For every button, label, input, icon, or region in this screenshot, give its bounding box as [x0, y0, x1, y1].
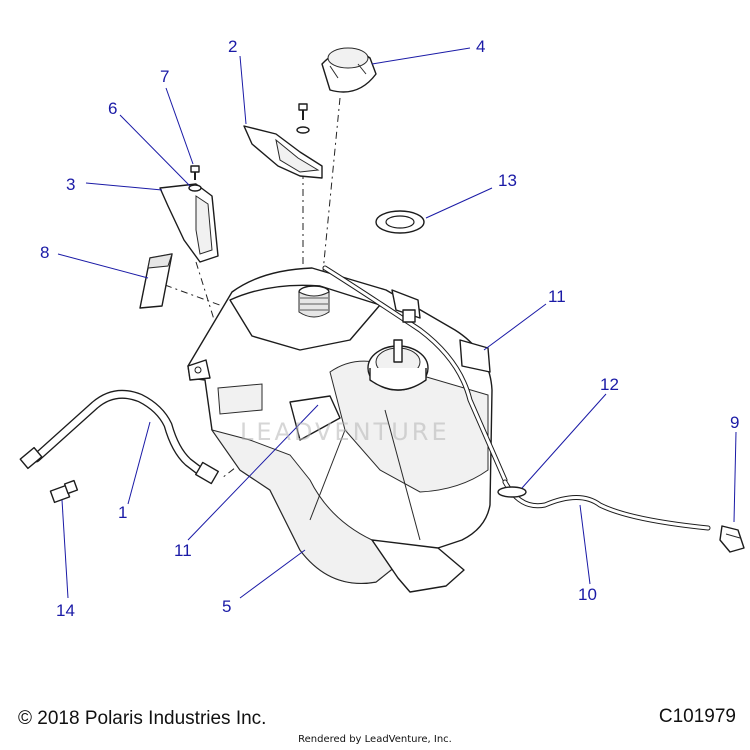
tube-clamp: [497, 486, 527, 498]
callout-1: 1: [118, 503, 127, 522]
leader-lines: [57, 47, 737, 599]
callout-14: 14: [56, 601, 75, 620]
quick-connector: [49, 479, 79, 504]
drawing-number: C101979: [658, 706, 736, 727]
callouts: 1 2 3 4 5 6 7 8 9 10 11 11 12 13 14: [40, 37, 739, 620]
callout-9: 9: [730, 413, 739, 432]
callout-12: 12: [600, 375, 619, 394]
fuel-tank: [187, 267, 493, 593]
screw-top: [296, 103, 310, 134]
copyright-text: © 2018 Polaris Industries Inc.: [18, 708, 267, 729]
callout-7: 7: [160, 67, 169, 86]
callout-11-right: 11: [548, 287, 566, 306]
fuel-cap: [321, 47, 377, 93]
cap-gasket: [375, 210, 425, 234]
rubber-pad: [139, 253, 173, 309]
callout-3: 3: [66, 175, 75, 194]
callout-4: 4: [476, 37, 485, 56]
callout-11-left: 11: [174, 541, 192, 560]
fuel-line: [19, 389, 219, 485]
watermark: LEADVENTURE: [240, 418, 450, 446]
bracket-top: [243, 125, 323, 179]
callout-8: 8: [40, 243, 49, 262]
callout-6: 6: [108, 99, 117, 118]
bracket-left: [159, 183, 219, 263]
vent-cap: [719, 525, 745, 553]
callout-5: 5: [222, 597, 231, 616]
callout-2: 2: [228, 37, 237, 56]
vent-line: [322, 265, 508, 483]
washer-left: [188, 184, 202, 192]
callout-10: 10: [578, 585, 597, 604]
callout-13: 13: [498, 171, 517, 190]
render-credit: Rendered by LeadVenture, Inc.: [298, 734, 452, 745]
vent-tube: [502, 479, 711, 531]
screw-left: [190, 165, 200, 180]
